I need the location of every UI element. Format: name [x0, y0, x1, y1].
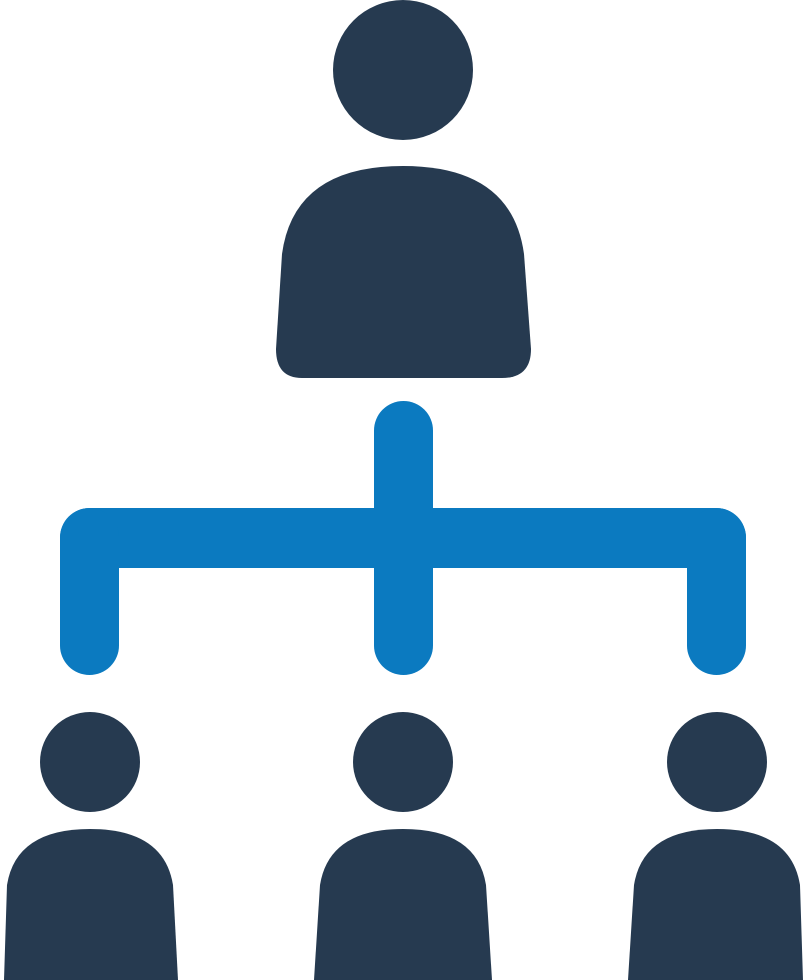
team-member-right-person-icon: [628, 712, 803, 980]
connector-right-drop: [687, 508, 746, 675]
hierarchy-connector-icon: [60, 401, 746, 675]
manager-head: [333, 0, 473, 140]
team-member-right-body: [628, 829, 803, 980]
connector-left-drop: [60, 508, 119, 675]
team-member-center-head: [353, 712, 453, 812]
manager-person-icon: [276, 0, 531, 378]
team-member-right-head: [667, 712, 767, 812]
manager-body: [276, 166, 531, 378]
team-member-left-body: [4, 829, 178, 980]
connector-horizontal-bar: [60, 508, 746, 568]
team-member-center-body: [314, 829, 492, 980]
team-member-left-person-icon: [4, 712, 178, 980]
team-member-left-head: [40, 712, 140, 812]
team-member-center-person-icon: [314, 712, 492, 980]
